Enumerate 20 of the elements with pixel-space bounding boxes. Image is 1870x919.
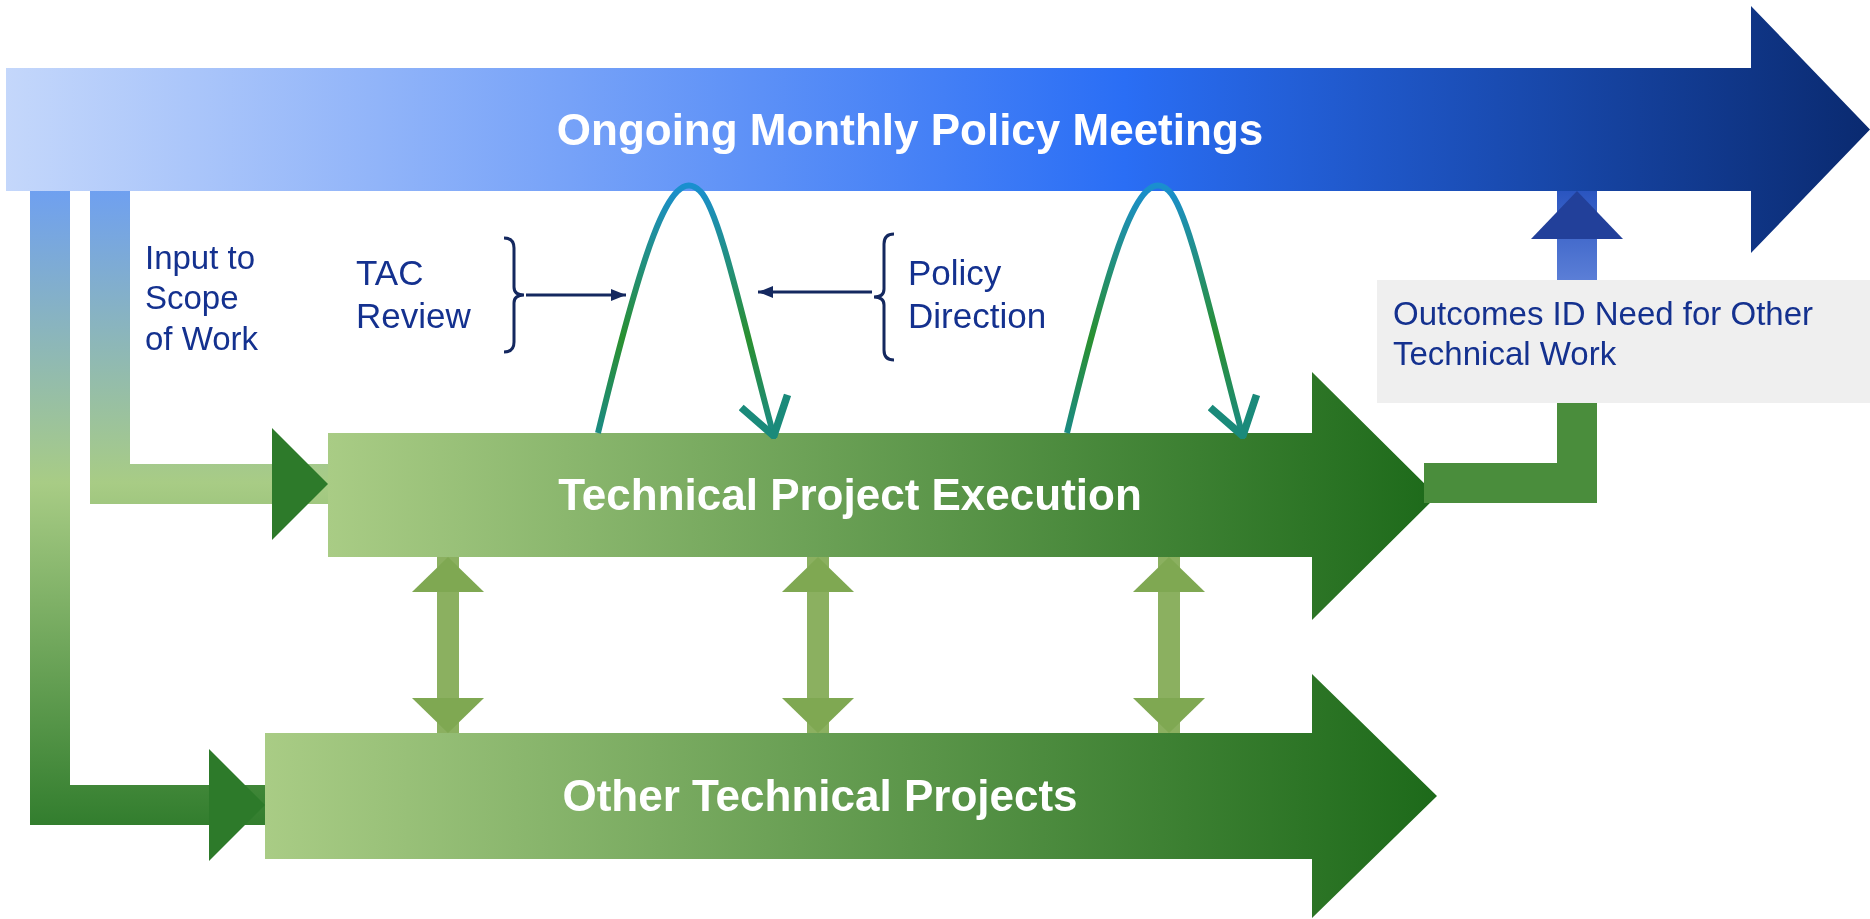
arrow-label: Technical Project Execution [558,470,1142,520]
annotation-text: Policy Direction [908,252,1048,337]
note-box [1377,280,1870,403]
arrow [758,286,872,298]
arrow [90,191,328,540]
arrow [30,191,265,861]
arrow-label: Other Technical Projects [562,771,1078,821]
connector [1424,403,1597,503]
arrow [526,289,626,301]
double-arrow [411,557,485,733]
annotation-text: TAC Review [356,252,472,337]
annotation-text: Input to Scope of Work [145,238,260,359]
double-arrow [781,557,855,733]
curved-arrow [595,183,792,440]
arrow [1531,191,1623,280]
note-text: Outcomes ID Need for Other Technical Work [1393,294,1814,375]
curved-arrow [1064,183,1261,440]
double-arrow [1132,557,1206,733]
arrow-label: Ongoing Monthly Policy Meetings [556,104,1264,155]
block-arrow [265,674,1437,918]
